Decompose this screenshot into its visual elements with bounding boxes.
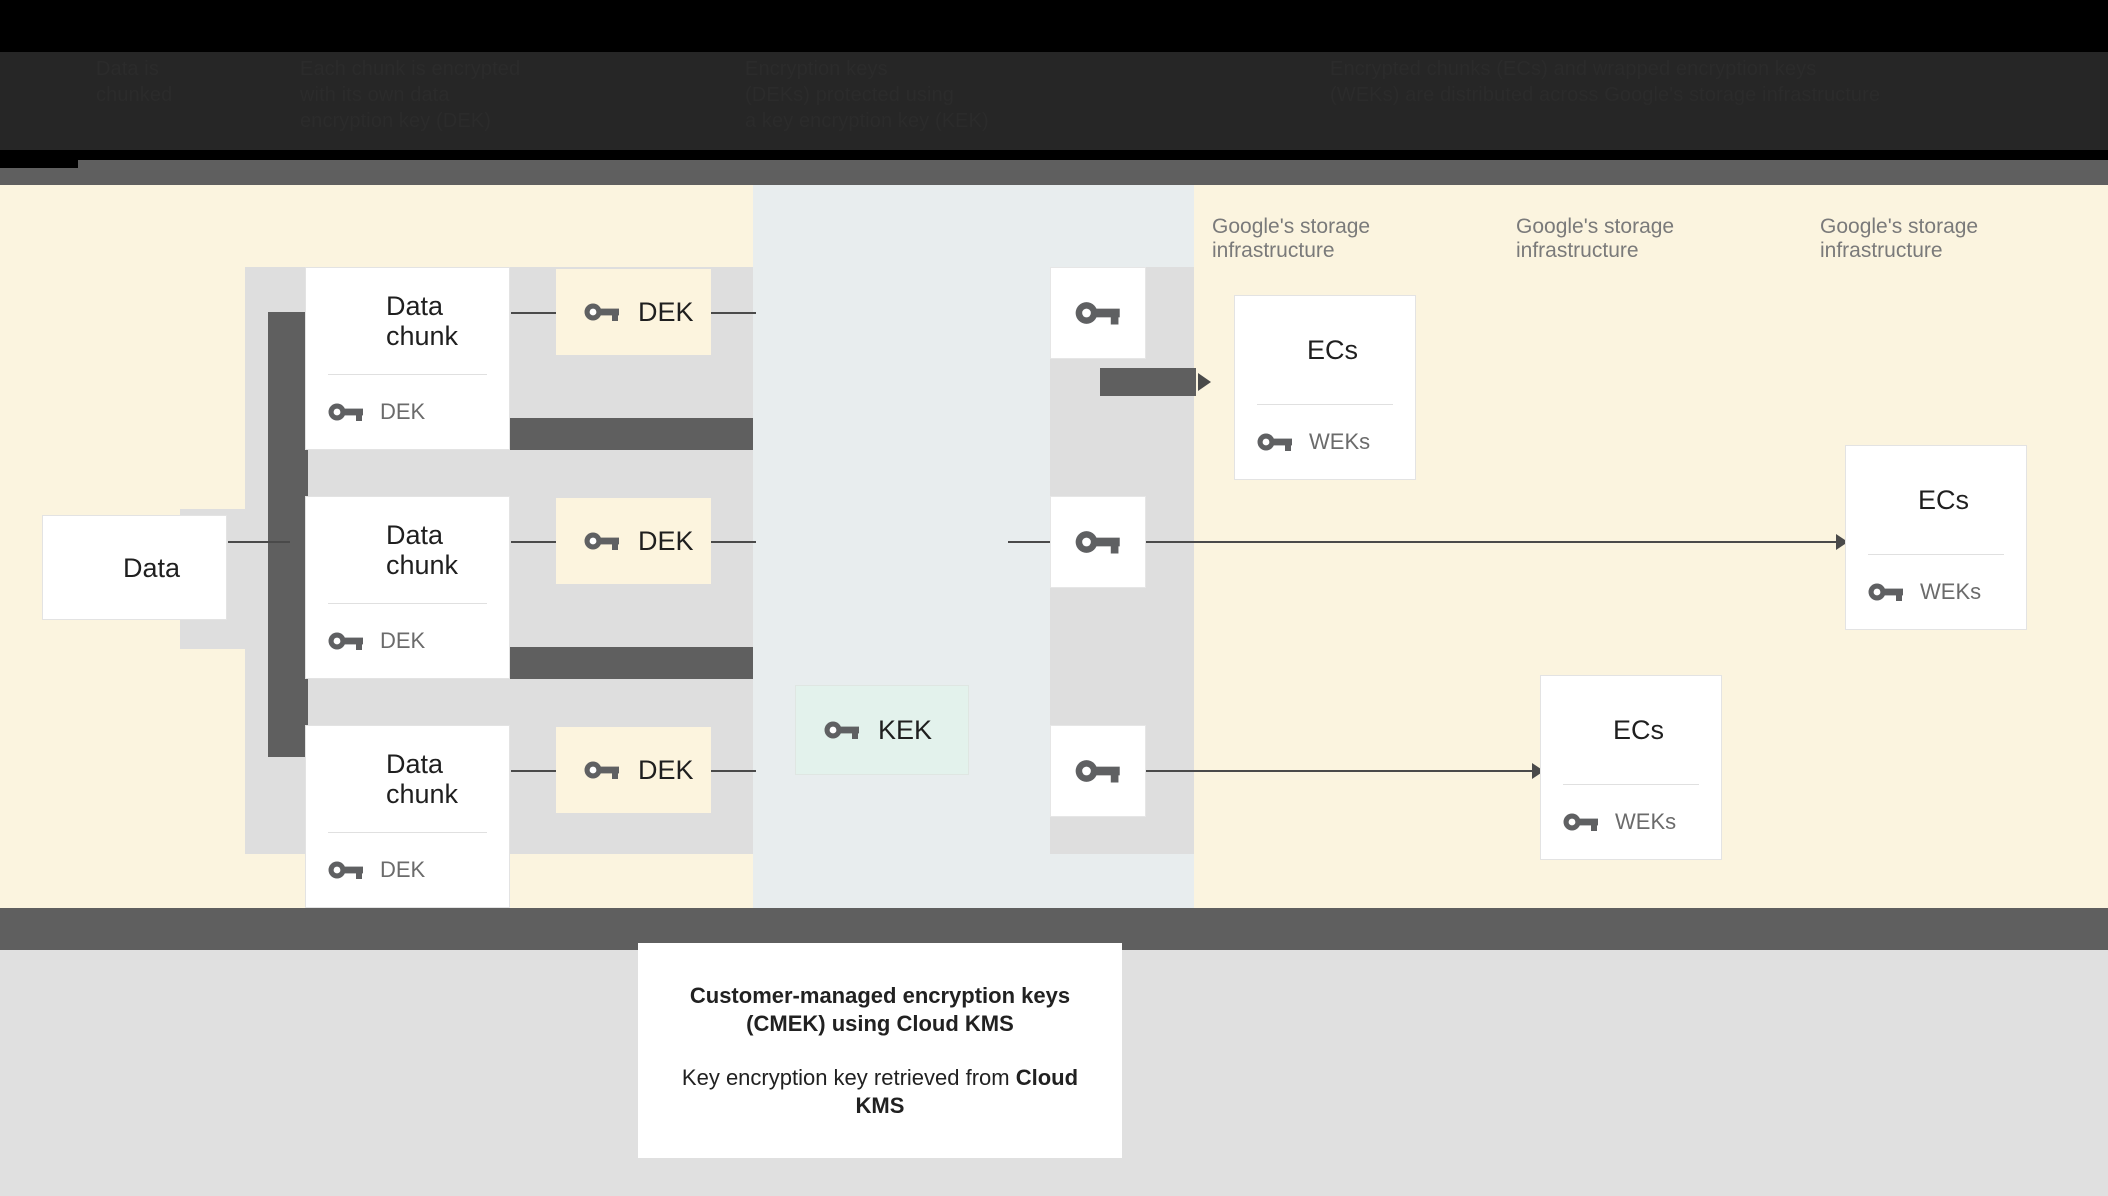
key-icon <box>328 403 363 421</box>
ecs-row-key: WEKs <box>1235 405 1415 479</box>
annotation-dek-protected: Encryption keys (DEKs) protected using a… <box>745 58 989 132</box>
chunk-row-key: DEK <box>306 604 509 678</box>
annotation-distributed: Encrypted chunks (ECs) and wrapped encry… <box>1330 58 1881 106</box>
data-card-row: Data <box>43 516 226 619</box>
storage-infra-label-3: Google's storage infrastructure <box>1820 215 1979 262</box>
key-icon <box>1075 302 1120 325</box>
card-storage-ecs-1[interactable]: ECs WEKs <box>1234 295 1416 480</box>
caption-body-prefix: Key encryption key retrieved from <box>681 1064 1016 1090</box>
chunk-key-label: DEK <box>380 399 426 424</box>
connector-dek3-wek3 <box>711 770 756 772</box>
card-storage-ecs-2[interactable]: ECs WEKs <box>1845 445 2027 630</box>
key-icon <box>328 861 363 879</box>
card-divider <box>1563 784 1699 785</box>
card-divider <box>328 832 487 833</box>
chunk-row-key: DEK <box>306 833 509 907</box>
storage-infra-label-1: Google's storage infrastructure <box>1212 215 1371 262</box>
card-data-chunk-3[interactable]: Data chunk DEK <box>305 725 510 908</box>
chunk-key-label: DEK <box>380 628 426 653</box>
chunk-title: Data chunk <box>386 749 459 809</box>
chunk-row-title: Data chunk <box>306 268 509 374</box>
key-icon <box>1868 583 1903 601</box>
ecs-row-title: ECs <box>1235 296 1415 404</box>
arrowline-storage-3 <box>1146 770 1532 772</box>
chunk-title: Data chunk <box>386 520 459 580</box>
dek-label: DEK <box>638 296 694 327</box>
card-divider <box>1868 554 2004 555</box>
card-data-chunk-2[interactable]: Data chunk DEK <box>305 496 510 679</box>
top-annotation-strip: Data is chunked Each chunk is encrypted … <box>0 0 2108 168</box>
ecs-row-title: ECs <box>1541 676 1721 784</box>
chunk-title: Data chunk <box>386 291 459 351</box>
keybox-wek-2[interactable] <box>1050 496 1146 588</box>
connector-dek2-wek2 <box>711 541 756 543</box>
connector-data-to-split <box>228 541 290 543</box>
keybox-wek-1[interactable] <box>1050 267 1146 359</box>
strip-foot-highlight <box>78 160 2108 168</box>
key-icon <box>584 532 619 550</box>
key-icon <box>1257 433 1292 451</box>
top-gutter <box>0 168 2108 185</box>
card-divider <box>328 603 487 604</box>
caption-headline: Customer-managed encryption keys (CMEK) … <box>689 982 1071 1036</box>
connector-chunk1-dek1 <box>511 312 556 314</box>
key-icon <box>824 721 859 739</box>
keybox-wek-3[interactable] <box>1050 725 1146 817</box>
card-divider <box>328 374 487 375</box>
ecs-title: ECs <box>1307 335 1359 365</box>
key-icon <box>1563 813 1598 831</box>
ecs-title: ECs <box>1918 485 1970 515</box>
key-icon <box>584 761 619 779</box>
dek-label: DEK <box>638 754 694 785</box>
kek-label: KEK <box>878 714 933 745</box>
pill-dek-1[interactable]: DEK <box>556 269 711 355</box>
pill-kek[interactable]: KEK <box>795 685 969 775</box>
caption-body-strong: Cloud KMS <box>855 1064 1079 1118</box>
key-icon <box>584 303 619 321</box>
card-storage-ecs-3[interactable]: ECs WEKs <box>1540 675 1722 860</box>
arrowline-storage-2 <box>1146 541 1836 543</box>
caption-body: Key encryption key retrieved from Cloud … <box>666 1064 1094 1120</box>
key-icon <box>1075 531 1120 554</box>
connector-dek1-wek1 <box>711 312 756 314</box>
ecs-row-key: WEKs <box>1846 555 2026 629</box>
chunk-key-label: DEK <box>380 857 426 882</box>
connector-kek-wek2 <box>1008 541 1053 543</box>
dek-label: DEK <box>638 525 694 556</box>
chunk-row-title: Data chunk <box>306 497 509 603</box>
highlight-bar-vertical <box>268 312 308 757</box>
storage-infra-label-2: Google's storage infrastructure <box>1516 215 1675 262</box>
connector-chunk2-dek2 <box>511 541 556 543</box>
card-data-source[interactable]: Data <box>42 515 227 620</box>
ecs-key-label: WEKs <box>1615 809 1677 834</box>
chunk-row-title: Data chunk <box>306 726 509 832</box>
card-data-chunk-1[interactable]: Data chunk DEK <box>305 267 510 450</box>
annotation-chunk-encrypted: Each chunk is encrypted with its own dat… <box>300 58 521 132</box>
highlight-bar-arrow-top <box>1100 368 1196 396</box>
annotation-data-chunked: Data is chunked <box>96 58 173 106</box>
ecs-key-label: WEKs <box>1309 429 1371 454</box>
pill-dek-2[interactable]: DEK <box>556 498 711 584</box>
ecs-row-title: ECs <box>1846 446 2026 554</box>
arrowhead-storage-1 <box>1198 373 1211 391</box>
chunk-row-key: DEK <box>306 375 509 449</box>
card-divider <box>1257 404 1393 405</box>
ecs-key-label: WEKs <box>1920 579 1982 604</box>
ecs-row-key: WEKs <box>1541 785 1721 859</box>
annotation-band <box>0 52 2108 150</box>
key-icon <box>1075 760 1120 783</box>
connector-chunk3-dek3 <box>511 770 556 772</box>
pill-dek-3[interactable]: DEK <box>556 727 711 813</box>
key-icon <box>328 632 363 650</box>
ecs-title: ECs <box>1613 715 1665 745</box>
caption-card: Customer-managed encryption keys (CMEK) … <box>638 943 1122 1158</box>
data-card-label: Data <box>123 552 181 583</box>
diagram-canvas: Data Data chunk DEK <box>0 185 2108 908</box>
